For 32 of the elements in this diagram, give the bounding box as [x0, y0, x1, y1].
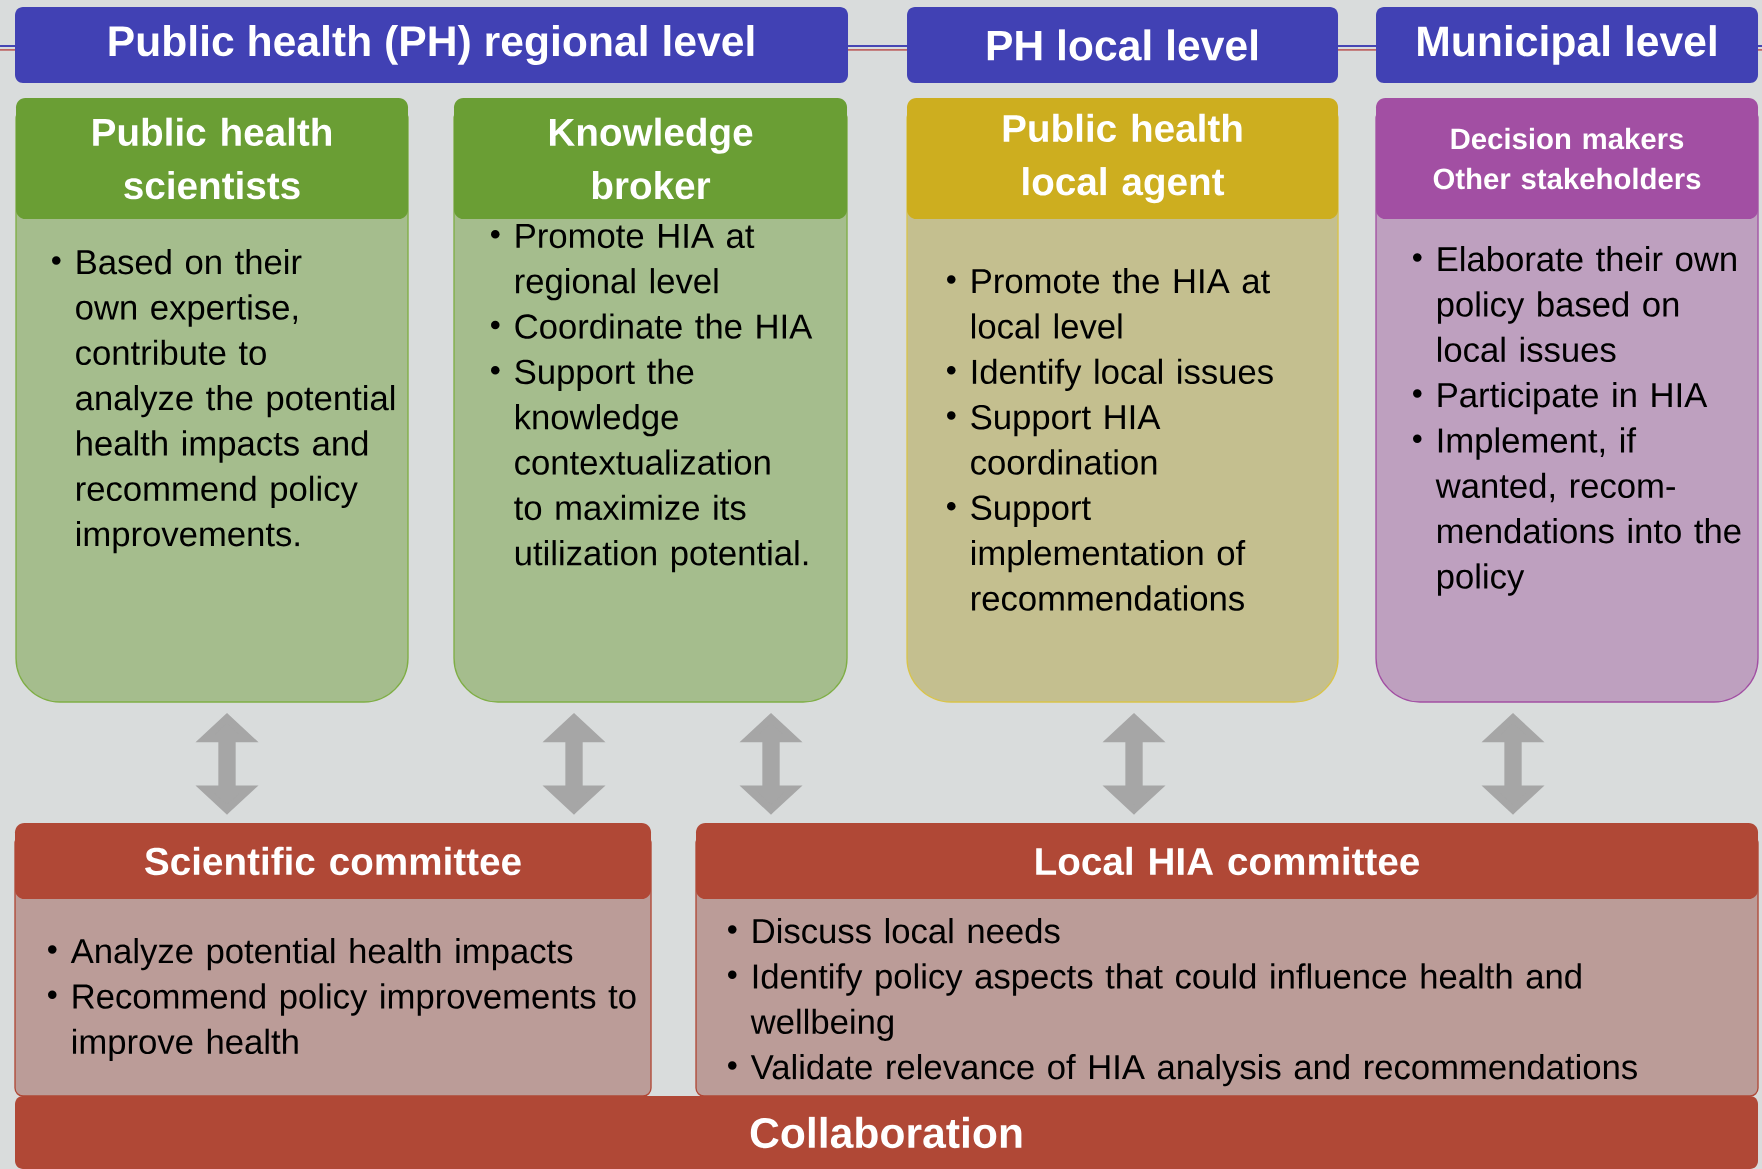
bullet-text: Participate in HIA [1438, 382, 1708, 415]
bullet-text: Support implementation of recommendations [971, 495, 1246, 611]
level-header: PH local level [907, 7, 1338, 83]
role-card [14, 823, 652, 1097]
card-heading: Scientific committee [145, 846, 521, 876]
role-card [695, 823, 1759, 1097]
card-heading: Public health local agent [1003, 113, 1242, 204]
bullet-text: Coordinate the HIA [515, 313, 813, 339]
level-header: Public health (PH) regional level [15, 7, 848, 83]
role-card [1375, 98, 1759, 703]
bullet-text: Promote the HIA at local level [972, 268, 1270, 339]
bullet-text: Based on their own expertise, contribute to analyze the potential health impacts and recommend policy improvements. [76, 249, 395, 554]
card-heading: Knowledge broker [550, 117, 753, 200]
card-heading: Public health scientists [93, 117, 331, 200]
bullet-text: Analyze potential health impacts [70, 938, 573, 971]
bullet-text: Discuss local needs [753, 918, 1060, 944]
role-card [906, 98, 1339, 703]
bullet-text: Identify policy aspects that could influence health and wellbeing [750, 963, 1581, 1041]
level-header: Municipal level [1376, 7, 1758, 83]
card-heading: Local HIA committee [1036, 846, 1419, 876]
bullet-text: Validate relevance of HIA analysis and recommendations [750, 1054, 1637, 1087]
role-card [453, 98, 848, 703]
card-heading: Decision makers Other stakeholders [1433, 127, 1701, 190]
bullet-text: Identify local issues [972, 358, 1273, 391]
bullet-text: Support the knowledge contextualization to maximize its utilization potential. [514, 358, 808, 573]
bullet-text: Implement, if wanted, recom-mendations into the policy [1435, 427, 1741, 596]
bullet-text: Recommend policy improvements to improve health [73, 983, 636, 1061]
bullet-text: Elaborate their own policy based on local issues [1437, 246, 1736, 363]
bullet-text: Promote HIA at regional level [516, 224, 755, 301]
role-card [15, 98, 409, 703]
level-header: Collaboration [15, 1096, 1758, 1169]
bullet-text: Support HIA coordination [971, 404, 1161, 475]
